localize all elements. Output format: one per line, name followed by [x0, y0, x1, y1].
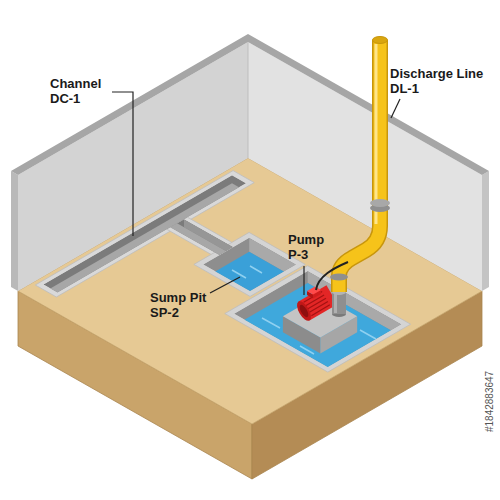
pump-pit-water: [234, 283, 401, 379]
motor-fan-cover: [298, 303, 310, 318]
leader-line: [210, 277, 240, 293]
water-ripple: [232, 266, 262, 278]
wall-flange: [370, 199, 390, 207]
branch-inner-wall: [170, 219, 233, 255]
pipe-body: [339, 40, 380, 292]
housing-body: [332, 292, 346, 314]
leader-lines: [112, 92, 400, 295]
pipe-highlight: [375, 44, 378, 224]
wall-end-right: [482, 171, 489, 291]
part-label: Pump P-3: [288, 232, 332, 262]
pump-housing: [332, 289, 346, 317]
housing-highlight: [334, 293, 337, 313]
motor-end-cap: [294, 299, 314, 323]
part-label: Discharge Line DL-1: [390, 66, 494, 96]
leader-line: [112, 92, 133, 236]
discharge-pipe: [330, 37, 390, 293]
pipe-opening: [373, 37, 388, 44]
power-cable: [316, 262, 348, 290]
part-label: Sump Pit SP-2: [150, 290, 214, 320]
pipe-flange: [330, 274, 348, 281]
wall-corner: [248, 42, 249, 158]
pump-pit: [234, 271, 401, 379]
part-label: Channel DC-1: [50, 76, 114, 106]
stock-id: #1842883647: [484, 371, 496, 432]
drain-channel: [43, 175, 246, 300]
pipe-outline: [339, 40, 380, 292]
leader-line: [303, 266, 304, 295]
wall-cap: [11, 34, 489, 175]
junction-box-top: [307, 287, 321, 295]
leader-line: [391, 99, 400, 118]
channel-bottom: [43, 183, 246, 300]
wall-end-left: [11, 171, 18, 291]
